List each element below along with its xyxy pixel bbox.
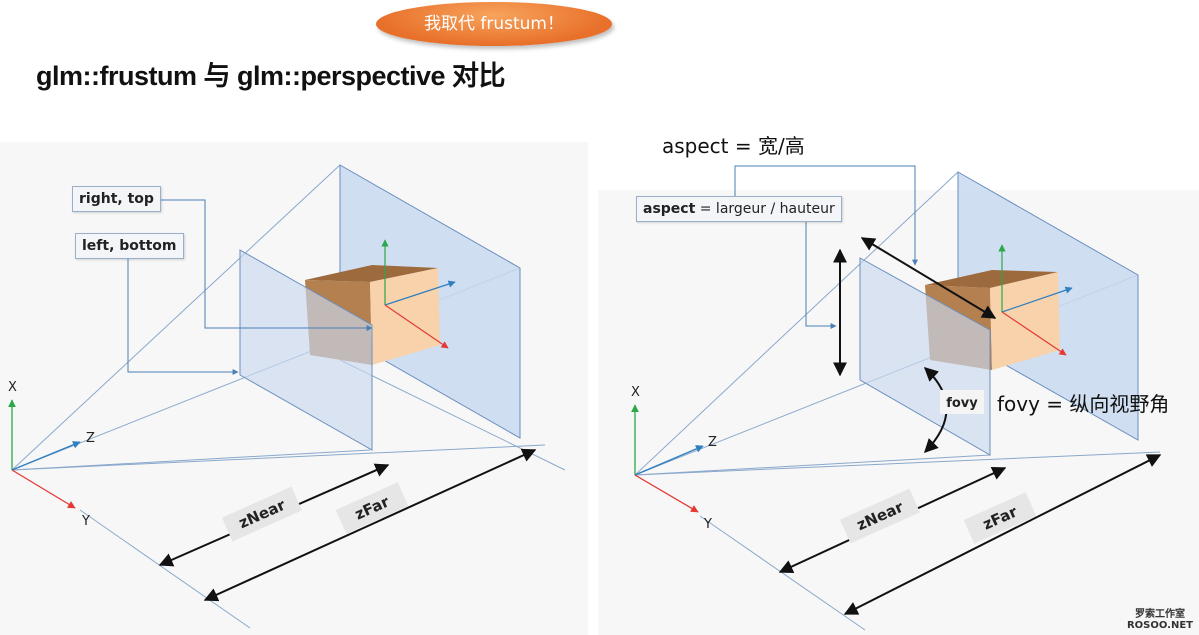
fovy-tag: fovy: [946, 396, 978, 411]
left-axis-x-label: X: [8, 380, 17, 395]
left-frustum: X Z Y zNear zFar: [8, 164, 566, 629]
watermark-line1: 罗索工作室: [1134, 609, 1185, 620]
watermark: 罗索工作室 ROSOO.NET: [1127, 609, 1193, 631]
right-axis-z-label: Z: [708, 435, 717, 450]
watermark-line2: ROSOO.NET: [1126, 620, 1193, 631]
right-axis-x-label: X: [631, 385, 640, 400]
callout-bubble: 我取代 frustum！: [376, 2, 612, 46]
aspect-caption: aspect = 宽/高: [662, 134, 805, 158]
page-title: glm::frustum 与 glm::perspective 对比: [36, 61, 506, 91]
right-top-label: right, top: [72, 186, 161, 212]
left-bottom-label: left, bottom: [75, 233, 184, 259]
aspect-bold-label: aspect: [643, 201, 696, 217]
right-axis-y-label: Y: [703, 517, 712, 532]
aspect-formula-box: aspect = largeur / hauteur: [636, 196, 842, 222]
fovy-caption: fovy = 纵向视野角: [997, 392, 1170, 416]
left-axis-y-label: Y: [81, 514, 90, 529]
right-frustum: X Z Y fovy zNear zFar: [631, 165, 1162, 631]
aspect-formula-text: = largeur / hauteur: [695, 201, 835, 217]
left-axis-z-label: Z: [86, 431, 95, 446]
